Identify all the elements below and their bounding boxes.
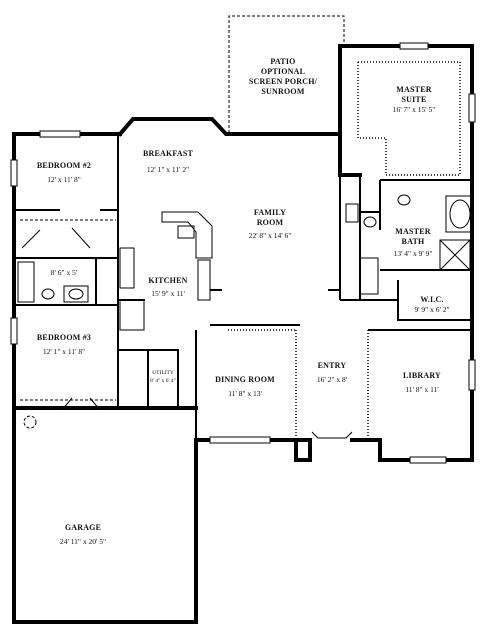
kitchen-dims: 15' 9" x 11' [151,289,185,298]
bedroom2-dims: 12' x 11' 8" [47,175,81,184]
library-label: LIBRARY 11' 8" x 11' [403,371,441,394]
patio-line-4: SUNROOM [261,87,304,96]
family-room-name-2: ROOM [257,218,284,227]
breakfast-name: BREAKFAST [143,149,194,158]
library-dims: 11' 8" x 11' [405,385,439,394]
garage-name: GARAGE [65,523,101,532]
patio-outline [228,15,345,133]
dining-room-name: DINING ROOM [215,375,275,384]
bedroom2-name: BEDROOM #2 [37,161,91,170]
fixtures [17,194,473,439]
bedroom3-label: BEDROOM #3 12' 1" x 11' 8" [37,333,91,356]
family-room-name-1: FAMILY [254,208,286,217]
breakfast-label: BREAKFAST 12' 1" x 11' 2" [143,149,194,174]
patio-line-2: OPTIONAL [261,67,305,76]
utility-dims: 8' 4" x 6' 4" [150,378,176,384]
wic-label: W.I.C. 9' 9" x 6' 2" [414,295,449,314]
dining-room-label: DINING ROOM 11' 8" x 13' [215,375,275,398]
wic-dims: 9' 9" x 6' 2" [414,305,449,314]
dining-room-dims: 11' 8" x 13' [228,389,262,398]
family-room-label: FAMILY ROOM 22' 8" x 14' 6" [249,208,292,240]
bedroom3-name: BEDROOM #3 [37,333,91,342]
master-suite-dims: 16' 7" x 15' 5" [393,105,436,114]
bedroom3-dims: 12' 1" x 11' 8" [43,347,85,356]
utility-label: UTILITY 8' 4" x 6' 4" [150,370,176,384]
entry-label: ENTRY 16' 2" x 8' [317,361,348,384]
garage-dims: 24' 11" x 20' 5" [60,537,106,546]
master-suite-label: MASTER SUITE 16' 7" x 15' 5" [393,85,436,114]
entry-name: ENTRY [318,361,347,370]
wic-name: W.I.C. [420,295,443,304]
master-suite-name-1: MASTER [396,85,431,94]
bath2-dims: 8' 6" x 5' [51,268,78,277]
garage-label: GARAGE 24' 11" x 20' 5" [60,523,106,546]
master-bath-name-2: BATH [402,237,425,246]
utility-name: UTILITY [152,370,174,376]
family-room-dims: 22' 8" x 14' 6" [249,231,292,240]
master-suite-name-2: SUITE [401,95,426,104]
bedroom2-label: BEDROOM #2 12' x 11' 8" [37,161,91,184]
library-name: LIBRARY [403,371,441,380]
kitchen-label: KITCHEN 15' 9" x 11' [148,276,187,298]
patio-line-3: SCREEN PORCH/ [249,77,318,86]
master-bath-dims: 13' 4" x 9' 9" [394,249,433,258]
bath2-label: 8' 6" x 5' [51,268,78,277]
breakfast-dims: 12' 1" x 11' 2" [147,165,189,174]
patio-label: PATIO OPTIONAL SCREEN PORCH/ SUNROOM [249,57,318,96]
master-bath-label: MASTER BATH 13' 4" x 9' 9" [394,227,433,258]
kitchen-name: KITCHEN [148,276,187,285]
entry-dims: 16' 2" x 8' [317,375,348,384]
patio-line-1: PATIO [270,57,295,66]
windows [10,42,476,464]
master-bath-name-1: MASTER [395,227,430,236]
